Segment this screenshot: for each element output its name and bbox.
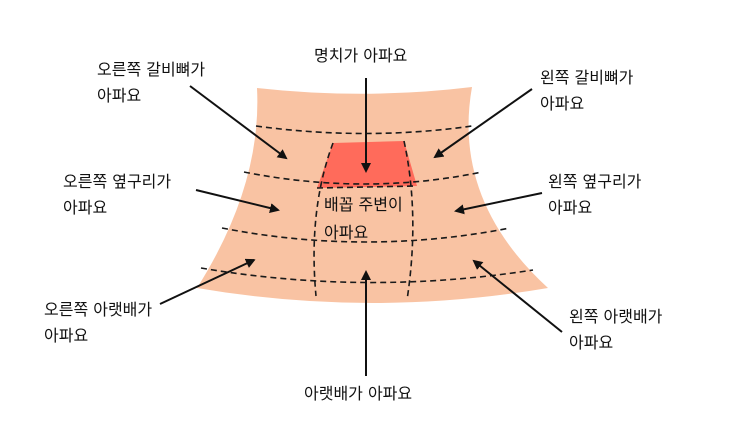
upper-boundary-line: [255, 125, 473, 135]
label-umbilical-line1: 배꼽 주변이: [324, 195, 403, 214]
label-right-flank-line2: 아파요: [63, 198, 108, 217]
label-right-flank-line1: 오른쪽 옆구리가: [63, 172, 172, 191]
label-left-flank-line2: 아파요: [548, 198, 593, 217]
mid-boundary-line: [243, 171, 483, 185]
arrow-right-upper: [189, 85, 288, 160]
epigastric-bottom-line: [316, 185, 418, 189]
arrow-left-flank: [454, 192, 543, 215]
label-umbilical-line2: 아파요: [324, 223, 369, 242]
label-left-lower-line2: 아파요: [569, 333, 614, 352]
lower-boundary-line: [200, 267, 534, 284]
label-left-upper-line2: 아파요: [540, 94, 585, 113]
arrow-right-flank: [195, 189, 280, 213]
arrows: [159, 78, 563, 376]
label-left-flank-line1: 왼쪽 옆구리가: [548, 172, 642, 191]
label-right-upper-line2: 아파요: [97, 86, 142, 105]
label-left-lower-line1: 왼쪽 아랫배가: [569, 307, 663, 326]
right-vertical-line: [403, 140, 414, 301]
label-epigastric: 명치가 아파요: [314, 46, 408, 65]
label-lower-abdomen: 아랫배가 아파요: [304, 384, 413, 403]
torso-shape: [197, 87, 548, 303]
label-right-lower-line1: 오른쪽 아랫배가: [44, 300, 153, 319]
label-right-upper-line1: 오른쪽 갈비뼈가: [97, 60, 206, 79]
label-left-upper-line1: 왼쪽 갈비뼈가: [540, 68, 634, 87]
region-dividers: [200, 125, 534, 301]
arrow-left-upper: [433, 88, 533, 159]
label-right-lower-line2: 아파요: [44, 326, 89, 345]
arrow-left-lower: [472, 259, 563, 333]
left-vertical-line: [313, 142, 334, 297]
navel-boundary-line: [221, 227, 511, 243]
arrow-right-lower: [159, 258, 256, 305]
